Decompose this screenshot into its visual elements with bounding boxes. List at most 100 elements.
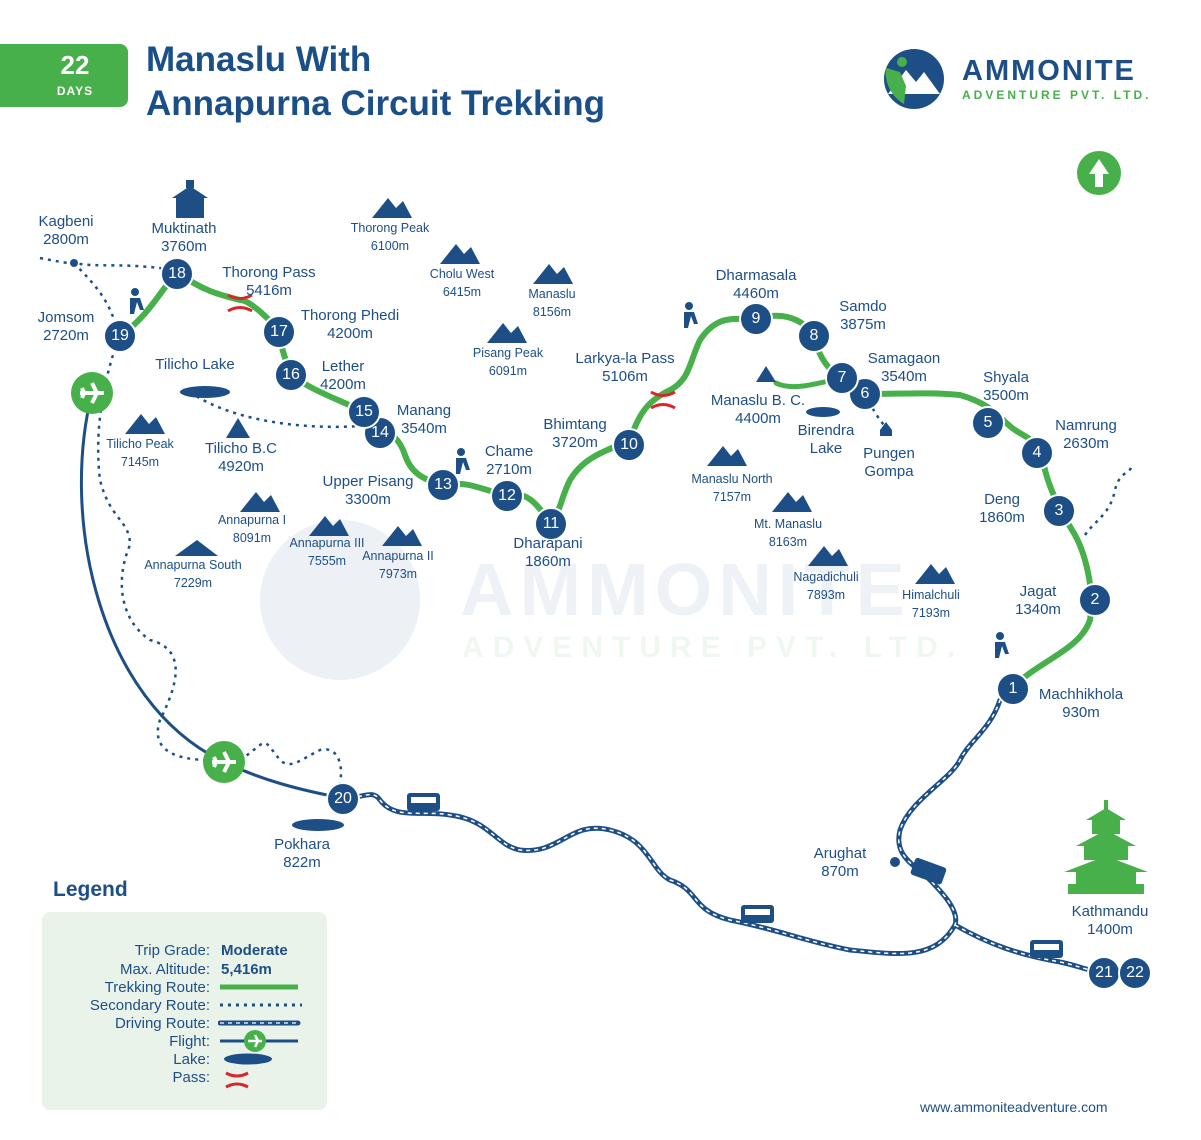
muktinath-temple-icon [172, 180, 208, 218]
day-node-22: 22 [1118, 956, 1152, 990]
brand-name: AMMONITE [962, 55, 1136, 87]
day-node-7: 7 [825, 361, 859, 395]
day-node-18: 18 [160, 257, 194, 291]
legend-trip-grade-label: Trip Grade: [134, 942, 210, 959]
place-label-manaslu-bc: Manaslu B. C.4400m [710, 392, 806, 427]
day-node-20: 20 [326, 782, 360, 816]
hiker-icons [130, 288, 1009, 658]
legend-trekking-route-label: Trekking Route: [104, 979, 210, 996]
day-node-13: 13 [426, 468, 460, 502]
day-node-15: 15 [347, 395, 381, 429]
days-label: DAYS [56, 84, 94, 98]
brand-subtitle: ADVENTURE PVT. LTD. [962, 88, 1152, 102]
day-node-19: 19 [103, 319, 137, 353]
day-node-3: 3 [1042, 494, 1076, 528]
pass-markers [227, 293, 676, 410]
days-number: 22 [60, 50, 90, 80]
legend-max-altitude-label: Max. Altitude: [119, 961, 210, 978]
birendra-lake-shape [806, 407, 840, 417]
day-node-4: 4 [1020, 436, 1054, 470]
legend-pass-icon [225, 1071, 249, 1089]
legend-driving-route-label: Driving Route: [114, 1015, 210, 1032]
watermark-subtitle: ADVENTURE PVT. LTD. [462, 631, 964, 664]
legend-pass-label: Pass: [172, 1069, 210, 1086]
legend-title: Legend [53, 878, 128, 901]
tilicho-lake-shape [180, 386, 230, 398]
day-node-1: 1 [996, 672, 1030, 706]
day-node-21: 21 [1087, 956, 1121, 990]
brand-logo-icon [884, 49, 944, 109]
pokhara-lake-shape [292, 819, 344, 831]
legend-trip-grade-value: Moderate [221, 942, 288, 959]
legend-flight-label: Flight: [169, 1033, 210, 1050]
day-node-5: 5 [971, 406, 1005, 440]
day-node-17: 17 [262, 315, 296, 349]
kagbeni-point [70, 259, 78, 267]
title-line-1: Manaslu With [146, 40, 372, 79]
day-node-11: 11 [534, 507, 568, 541]
day-node-8: 8 [797, 319, 831, 353]
driving-route [339, 697, 1107, 975]
days-badge: 22 DAYS [0, 44, 128, 107]
airport-icons [71, 372, 245, 783]
watermark-logo-icon [260, 520, 420, 680]
bus-icons [407, 793, 1063, 958]
website-url[interactable]: www.ammoniteadventure.com [920, 1099, 1108, 1115]
place-label-tilicho-lake: Tilicho Lake [155, 356, 235, 373]
day-node-9: 9 [739, 302, 773, 336]
day-node-12: 12 [490, 479, 524, 513]
peak-icons [125, 198, 955, 584]
legend-symbols [218, 984, 302, 1089]
day-node-10: 10 [612, 428, 646, 462]
legend-secondary-route-label: Secondary Route: [89, 997, 210, 1014]
legend-lake-label: Lake: [173, 1051, 210, 1068]
flight-route [79, 392, 343, 800]
north-arrow-icon [1077, 151, 1121, 195]
legend-lake-icon [224, 1053, 272, 1065]
camp-icons [226, 366, 776, 438]
kathmandu-pagoda-icon [1064, 800, 1148, 894]
gompa-icon [880, 422, 892, 436]
legend-max-altitude-value: 5,416m [221, 961, 272, 978]
arughat-point [890, 857, 900, 867]
title-line-2: Annapurna Circuit Trekking [146, 84, 605, 123]
